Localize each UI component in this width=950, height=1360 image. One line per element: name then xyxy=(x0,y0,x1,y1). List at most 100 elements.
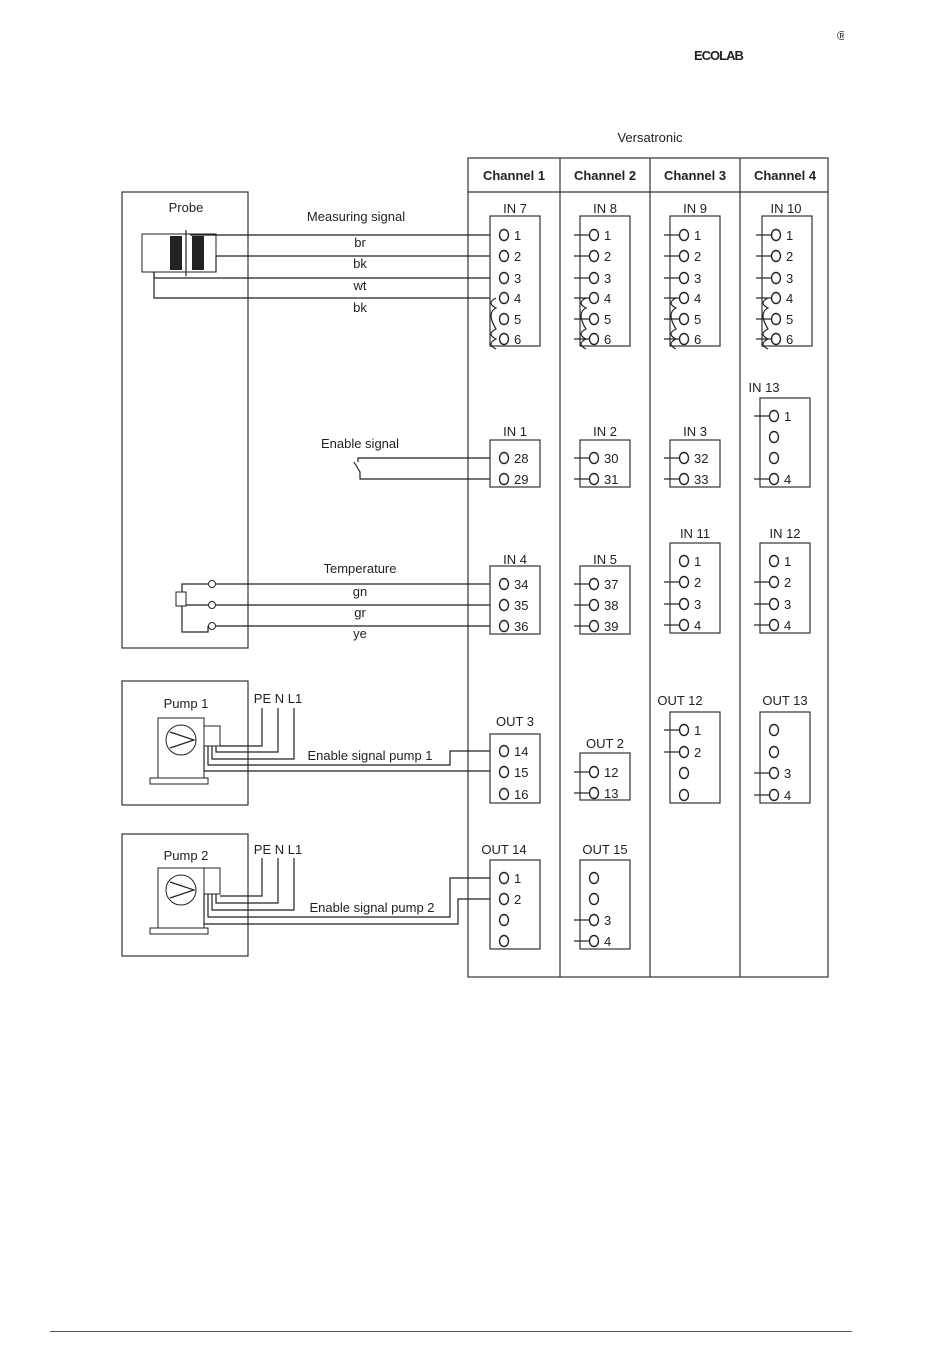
terminal-pin-number: 4 xyxy=(694,291,701,306)
diagram-title: Versatronic xyxy=(617,130,683,145)
channel-1-header: Channel 1 xyxy=(483,168,545,183)
logo-text: ECOLAB xyxy=(694,48,744,63)
terminal-pin xyxy=(588,228,600,242)
terminal-pin-number: 2 xyxy=(786,249,793,264)
terminal-pin-number: 31 xyxy=(604,472,618,487)
terminal-pin-number: 3 xyxy=(694,597,701,612)
terminal-pin xyxy=(498,619,510,633)
wire-color-gn: gn xyxy=(353,584,367,599)
terminal-pin xyxy=(498,934,510,948)
terminal-pin-number: 37 xyxy=(604,577,618,592)
channel-3-header: Channel 3 xyxy=(664,168,726,183)
terminal-pin xyxy=(588,871,600,885)
terminal-pin xyxy=(498,472,510,486)
terminal-pin xyxy=(498,249,510,263)
terminal-pin xyxy=(498,451,510,465)
terminal-pin-number: 12 xyxy=(604,765,618,780)
terminal-pin xyxy=(770,249,782,263)
terminal-pin-number: 4 xyxy=(604,291,611,306)
terminal-block-label: IN 12 xyxy=(769,526,800,541)
terminal-block-label: IN 11 xyxy=(680,526,710,541)
terminal-pin xyxy=(498,765,510,779)
terminal-pin-number: 6 xyxy=(786,332,793,347)
wire-color-wt: wt xyxy=(353,278,367,293)
terminal-pin xyxy=(498,787,510,801)
terminal-pin xyxy=(678,312,690,326)
terminal-block-label: IN 2 xyxy=(593,424,617,439)
pump-2-enable-label: Enable signal pump 2 xyxy=(309,900,434,915)
terminal-block-label: IN 8 xyxy=(593,201,617,216)
terminal-pin xyxy=(588,472,600,486)
terminal-pin-number: 16 xyxy=(514,787,528,802)
footer-rule xyxy=(50,1331,852,1332)
terminal-pin xyxy=(588,271,600,285)
terminal-pin xyxy=(588,913,600,927)
pump-1-label: Pump 1 xyxy=(164,696,209,711)
terminal-pin xyxy=(588,451,600,465)
terminal-pin xyxy=(498,291,510,305)
versatronic-frame xyxy=(467,157,829,978)
terminal-pin-number: 1 xyxy=(786,228,793,243)
terminal-pin-number: 1 xyxy=(694,228,701,243)
terminal-pin xyxy=(768,409,780,423)
terminal-pin-number: 2 xyxy=(694,249,701,264)
terminal-pin xyxy=(678,332,690,346)
wire-color-ye: ye xyxy=(353,626,367,641)
terminal-pin-number: 14 xyxy=(514,744,528,759)
terminal-pin-number: 3 xyxy=(694,271,701,286)
terminal-pin-number: 29 xyxy=(514,472,528,487)
terminal-pin-number: 2 xyxy=(784,575,791,590)
terminal-pin xyxy=(498,598,510,612)
terminal-block-label: IN 4 xyxy=(503,552,527,567)
terminal-pin xyxy=(498,228,510,242)
terminal-pin xyxy=(770,271,782,285)
terminal-pin xyxy=(678,554,690,568)
terminal-pin xyxy=(588,765,600,779)
terminal-pin xyxy=(678,788,690,802)
terminal-pin xyxy=(498,332,510,346)
terminal-pin-number: 3 xyxy=(784,766,791,781)
terminal-pin xyxy=(588,332,600,346)
measuring-signal-label: Measuring signal xyxy=(307,209,405,224)
terminal-pin xyxy=(588,934,600,948)
terminal-pin xyxy=(678,766,690,780)
terminal-pin xyxy=(588,598,600,612)
terminal-pin-number: 3 xyxy=(604,271,611,286)
terminal-pin xyxy=(498,271,510,285)
terminal-pin-number: 3 xyxy=(786,271,793,286)
terminal-block-label: IN 3 xyxy=(683,424,707,439)
terminal-pin-number: 2 xyxy=(514,249,521,264)
terminal-block-label: IN 1 xyxy=(503,424,527,439)
terminal-pin-number: 5 xyxy=(604,312,611,327)
terminal-pin-number: 6 xyxy=(604,332,611,347)
terminal-pin xyxy=(768,430,780,444)
terminal-pin xyxy=(768,788,780,802)
wire-color-gr: gr xyxy=(354,605,366,620)
terminal-pin xyxy=(588,892,600,906)
channel-4-header: Channel 4 xyxy=(754,168,817,183)
probe-label: Probe xyxy=(169,200,204,215)
terminal-pin xyxy=(678,618,690,632)
terminal-pin-number: 35 xyxy=(514,598,528,613)
terminal-pin xyxy=(498,913,510,927)
terminal-pin xyxy=(768,554,780,568)
terminal-pin-number: 5 xyxy=(514,312,521,327)
terminal-pin xyxy=(768,597,780,611)
terminal-pin-number: 6 xyxy=(514,332,521,347)
terminal-pin-number: 33 xyxy=(694,472,708,487)
terminal-pin-number: 1 xyxy=(514,228,521,243)
enable-signal-label: Enable signal xyxy=(321,436,399,451)
terminal-pin xyxy=(678,745,690,759)
